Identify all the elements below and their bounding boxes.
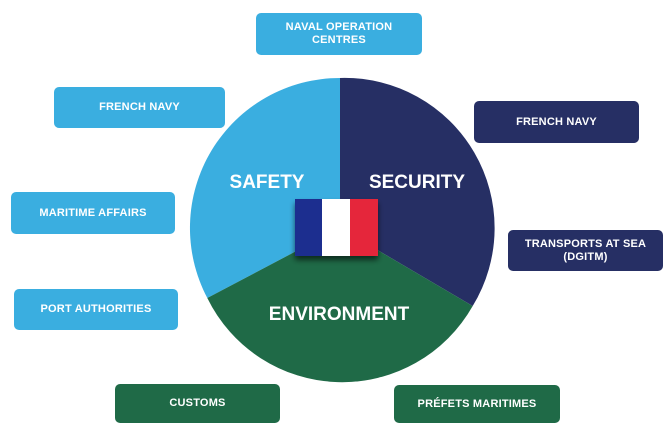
- maritime-affairs-box: MARITIME AFFAIRS: [11, 192, 175, 234]
- security-sector: [340, 77, 495, 306]
- transports-at-sea-box: TRANSPORTS AT SEA (DGITM): [508, 230, 663, 271]
- environment-sector: [207, 228, 473, 383]
- naval-operation-centres-box: NAVAL OPERATION CENTRES: [256, 13, 422, 55]
- environment-label: ENVIRONMENT: [269, 304, 410, 325]
- safety-label: SAFETY: [230, 172, 305, 193]
- french-flag-icon: [295, 199, 378, 256]
- french-navy-safety-box: FRENCH NAVY: [54, 87, 225, 128]
- port-authorities-box: PORT AUTHORITIES: [14, 289, 178, 330]
- customs-box: CUSTOMS: [115, 384, 280, 423]
- security-label: SECURITY: [369, 172, 465, 193]
- prefets-maritimes-box: PRÉFETS MARITIMES: [394, 385, 560, 423]
- french-navy-security-box: FRENCH NAVY: [474, 101, 639, 143]
